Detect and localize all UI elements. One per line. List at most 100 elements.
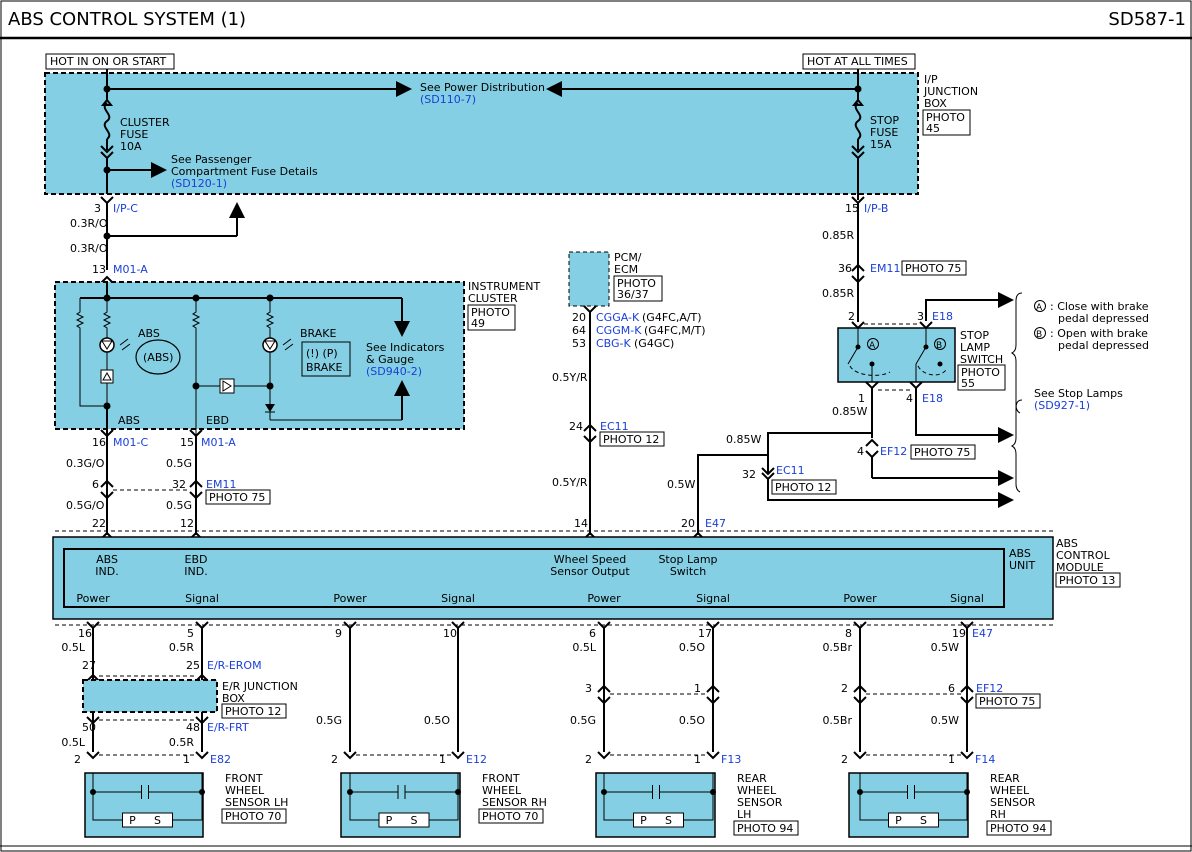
wire-b-6: 0.5Br bbox=[822, 714, 852, 727]
sensor-pin-1-2: 1 bbox=[694, 753, 701, 766]
see-pass-ref: (SD120-1) bbox=[171, 177, 227, 190]
in-ebd-1: EBD bbox=[185, 553, 208, 566]
switch-name-2: LAMP bbox=[960, 341, 990, 354]
module-photo: PHOTO 13 bbox=[1059, 574, 1115, 587]
mid-pin-3: 6 bbox=[948, 682, 955, 695]
cluster-abs-label: ABS bbox=[138, 327, 160, 340]
em11-l-pin1: 6 bbox=[92, 478, 99, 491]
sensor-name-2-3: LH bbox=[737, 808, 751, 821]
e18-pin-4: 4 bbox=[906, 392, 913, 405]
bottom-pin-3: 10 bbox=[443, 627, 457, 640]
in-wss-1: Wheel Speed bbox=[554, 553, 626, 566]
sensor-name-2-1: WHEEL bbox=[737, 784, 777, 797]
e47-pin-20: 20 bbox=[681, 517, 695, 530]
sensor-s-0: S bbox=[154, 814, 161, 827]
ip-box-photo-2: 45 bbox=[926, 122, 940, 135]
pcm-conn-0: CGGA-K bbox=[596, 311, 640, 324]
in-sls-2: Switch bbox=[670, 565, 706, 578]
ec11-c-conn: EC11 bbox=[600, 420, 629, 433]
abs-control-module bbox=[52, 536, 1054, 620]
wire-b-3: 0.5O bbox=[424, 714, 450, 727]
wire-w85a: 0.85W bbox=[832, 405, 867, 418]
wire-g1: 0.5G bbox=[166, 457, 192, 470]
module-name-1: ABS bbox=[1056, 537, 1078, 550]
stop-fuse-l1: STOP bbox=[870, 114, 899, 127]
wire-a-5: 0.5O bbox=[679, 641, 705, 654]
em11-r-pin: 36 bbox=[838, 262, 852, 275]
stop-fuse-l3: 15A bbox=[870, 138, 892, 151]
bottom-pin-5: 17 bbox=[698, 627, 712, 640]
wire-b-5: 0.5O bbox=[679, 714, 705, 727]
diagram-title: ABS CONTROL SYSTEM (1) bbox=[8, 9, 246, 30]
abs-unit-1: ABS bbox=[1009, 547, 1031, 560]
sensor-conn-1: E12 bbox=[466, 753, 487, 766]
e47-bot-conn: E47 bbox=[972, 627, 993, 640]
m01a-bot-pin: 15 bbox=[180, 436, 194, 449]
see-ind-l2: & Gauge bbox=[366, 353, 414, 366]
switch-name-3: SWITCH bbox=[960, 353, 1003, 366]
wire-b-4: 0.5G bbox=[570, 714, 596, 727]
sensor-name-3-3: RH bbox=[990, 808, 1006, 821]
sensor-p-0: P bbox=[129, 814, 136, 827]
page-code: SD587-1 bbox=[1108, 9, 1186, 30]
em11-l-pin2: 32 bbox=[172, 478, 186, 491]
switch-mark-a: A bbox=[869, 341, 876, 351]
sensor-name-0-2: SENSOR LH bbox=[225, 796, 288, 809]
ef12-r-conn: EF12 bbox=[880, 445, 907, 458]
e18-pin-2: 2 bbox=[848, 310, 855, 323]
erom-conn: E/R-EROM bbox=[207, 659, 262, 672]
sensor-conn-3: F14 bbox=[975, 753, 995, 766]
in-wss-2: Sensor Output bbox=[550, 565, 630, 578]
bottom-pin-7: 19 bbox=[952, 627, 966, 640]
wire-w5: 0.5W bbox=[667, 478, 695, 491]
note-a-l1: : Close with brake bbox=[1050, 300, 1149, 313]
wire-go1: 0.3G/O bbox=[66, 457, 105, 470]
in-sls-1: Stop Lamp bbox=[658, 553, 717, 566]
erfrt-pin-1: 50 bbox=[82, 721, 96, 734]
ec11-r-conn: EC11 bbox=[776, 464, 805, 477]
see-power-ref: (SD110-7) bbox=[420, 93, 476, 106]
m01a-bot-conn: M01-A bbox=[201, 436, 236, 449]
m01c-conn: M01-C bbox=[113, 436, 148, 449]
see-power-text: See Power Distribution bbox=[420, 81, 545, 94]
stop-fuse-l2: FUSE bbox=[870, 126, 898, 139]
hot-run-label: HOT IN ON OR START bbox=[50, 55, 167, 68]
pcm-name-2: ECM bbox=[614, 263, 638, 276]
bottom-pin-4: 6 bbox=[589, 627, 596, 640]
mid-pin-2: 2 bbox=[841, 682, 848, 695]
note-b-l2: pedal depressed bbox=[1058, 339, 1149, 352]
brake-symbol-text: BRAKE bbox=[306, 361, 342, 374]
in-abs-1: ABS bbox=[96, 553, 118, 566]
in-ebd-2: IND. bbox=[184, 565, 207, 578]
em11-r-conn: EM11 bbox=[870, 262, 900, 275]
module-pin-label-2: Power bbox=[333, 592, 367, 605]
wire-b-2: 0.5G bbox=[316, 714, 342, 727]
bottom-pin-6: 8 bbox=[845, 627, 852, 640]
wire-b-1: 0.5R bbox=[169, 736, 194, 749]
ec11-c-photo: PHOTO 12 bbox=[603, 433, 659, 446]
m01a-top-pin: 13 bbox=[92, 263, 106, 276]
er-box-2: BOX bbox=[222, 692, 245, 705]
abs-symbol: (ABS) bbox=[143, 351, 173, 364]
wire-a-0: 0.5L bbox=[61, 641, 85, 654]
pcm-pin-2: 53 bbox=[572, 337, 586, 350]
see-ind-ref: (SD940-2) bbox=[366, 365, 422, 378]
erfrt-conn: E/R-FRT bbox=[207, 721, 249, 734]
em11-r-photo: PHOTO 75 bbox=[905, 262, 961, 275]
cluster-photo-1: PHOTO bbox=[471, 306, 510, 319]
cluster-fuse-l1: CLUSTER bbox=[120, 116, 170, 129]
erom-pin-2: 25 bbox=[186, 659, 200, 672]
ec11-c-pin: 24 bbox=[569, 420, 583, 433]
pcm-pin-0: 20 bbox=[572, 311, 586, 324]
ef12-r-photo: PHOTO 75 bbox=[914, 446, 970, 459]
pcm-box bbox=[568, 251, 610, 307]
m01c-pin: 16 bbox=[92, 436, 106, 449]
sensor-name-0-0: FRONT bbox=[225, 772, 263, 785]
ipb-pin: 15 bbox=[845, 202, 859, 215]
sensor-conn-2: F13 bbox=[721, 753, 741, 766]
wire-b-0: 0.5L bbox=[61, 736, 85, 749]
e47-pin-14: 14 bbox=[574, 517, 588, 530]
ec11-r-pin: 32 bbox=[742, 468, 756, 481]
instrument-cluster-box bbox=[54, 281, 465, 430]
